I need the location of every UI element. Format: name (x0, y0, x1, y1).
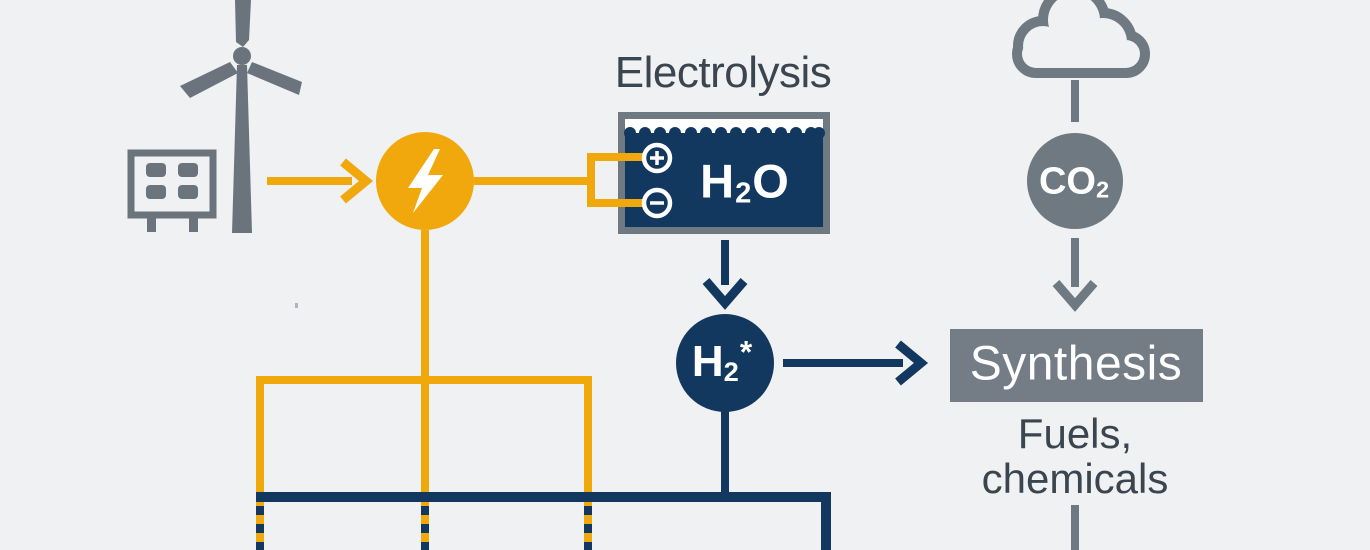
synthesis-products: Fuels, chemicals (982, 411, 1169, 501)
electricity-wire (474, 153, 646, 207)
products-line-2: chemicals (981, 455, 1169, 502)
h2-star: * (739, 333, 753, 370)
wind-turbine-icon (180, 0, 302, 233)
water-surface-waves (624, 127, 825, 139)
h2o-subscript: 2 (735, 177, 753, 210)
electrolysis-title: Electrolysis (614, 48, 832, 97)
cloud-icon (1012, 0, 1150, 78)
renewables-to-electricity-arrow (267, 158, 374, 204)
co2-subscript: 2 (1095, 176, 1110, 203)
hydrogen-node (676, 314, 774, 412)
lightning-bolt-icon (376, 132, 474, 230)
h2-subscript: 2 (723, 355, 739, 387)
synthesis-box (950, 329, 1203, 402)
products-line-1: Fuels, (1017, 410, 1133, 457)
co2-label: CO2 (1039, 161, 1109, 204)
hydrogen-bus (256, 411, 831, 550)
co2-node (1027, 133, 1123, 229)
h2-h: H (691, 337, 724, 386)
speck-artifact (295, 303, 298, 308)
combined-output-lines (256, 502, 592, 550)
hydrogen-label: H2* (691, 333, 753, 387)
cathode-icon (641, 187, 673, 219)
solar-panel-icon (127, 149, 217, 232)
co2-co: CO (1038, 160, 1096, 203)
h2o-o: O (752, 154, 790, 208)
anode-icon (641, 142, 673, 174)
h2o-h: H (700, 154, 736, 208)
hydrogen-to-synthesis-arrow (783, 340, 929, 386)
electricity-bus (256, 230, 592, 501)
co2-to-synthesis-arrow (1052, 238, 1098, 312)
electrolysis-to-hydrogen-arrow (702, 240, 748, 310)
h2o-label: H2O (700, 154, 790, 210)
synthesis-label: Synthesis (969, 337, 1183, 391)
